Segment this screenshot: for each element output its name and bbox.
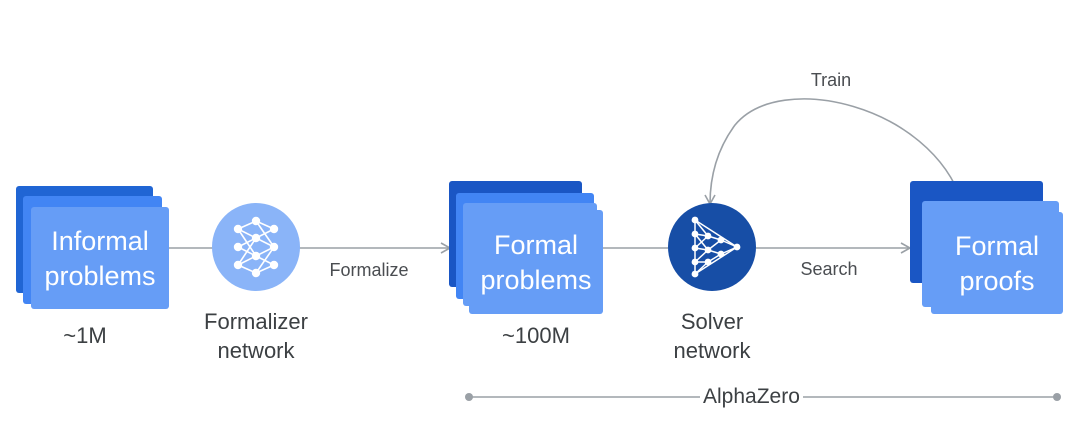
formal-proofs-label: Formal proofs <box>931 229 1063 298</box>
formalizer-network-label: Formalizer network <box>186 308 326 365</box>
formal-proofs-line2: proofs <box>959 265 1035 296</box>
formalizer-network-node <box>212 203 300 291</box>
formalizer-line1: Formalizer <box>204 309 308 334</box>
formal-proofs-stack <box>910 181 1063 314</box>
formalize-label: Formalize <box>329 260 409 280</box>
search-label: Search <box>800 259 858 279</box>
solver-line1: Solver <box>680 309 744 334</box>
formal-problems-line2: problems <box>480 264 592 295</box>
solver-network-label: Solver network <box>642 308 782 365</box>
informal-problems-label: Informal problems <box>31 224 169 293</box>
alphazero-label: AlphaZero <box>700 386 803 407</box>
train-label: Train <box>810 70 852 90</box>
formal-problems-count: ~100M <box>502 323 570 348</box>
formalizer-line2: network <box>217 337 295 363</box>
formal-problems-stack <box>449 181 603 314</box>
formal-problems-label: Formal problems <box>469 228 603 297</box>
informal-problems-line1: Informal <box>51 226 149 256</box>
informal-problems-stack <box>16 186 169 309</box>
solver-line2: network <box>673 337 751 363</box>
span-end-dot <box>1053 393 1061 401</box>
train-arrow <box>704 98 963 206</box>
informal-problems-line2: problems <box>44 260 156 291</box>
formal-problems-line1: Formal <box>493 230 578 260</box>
formal-proofs-line1: Formal <box>954 231 1039 261</box>
informal-count: ~1M <box>63 323 107 348</box>
solver-network-node <box>668 203 756 291</box>
span-start-dot <box>465 393 473 401</box>
